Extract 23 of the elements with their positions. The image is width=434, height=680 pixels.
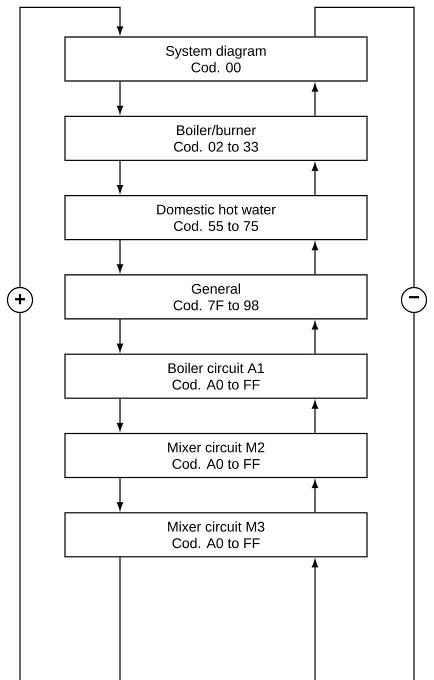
arrow [312,480,318,512]
arrow [312,84,318,116]
connector-line [19,313,121,680]
process-box: Boiler/burner Cod. 02 to 33 [64,116,368,161]
arrow [312,322,318,354]
process-box: System diagram Cod. 00 [64,36,368,82]
arrow [116,160,124,193]
process-box: Mixer circuit M3 Cod. A0 to FF [64,512,368,558]
connector-line [314,6,415,287]
arrow [312,242,318,274]
arrow [19,6,124,287]
arrow [312,400,318,433]
arrow [116,240,124,272]
arrow [312,313,415,680]
arrow [116,398,124,431]
process-box: Boiler circuit A1 Cod. A0 to FF [64,354,368,399]
arrow [116,478,124,510]
arrow [312,162,318,195]
process-box: Mixer circuit M2 Cod. A0 to FF [64,432,368,478]
arrow [116,320,124,352]
arrow [116,82,124,114]
process-box: General Cod. 7F to 98 [64,274,368,320]
process-box: Domestic hot water Cod. 55 to 75 [64,195,368,240]
